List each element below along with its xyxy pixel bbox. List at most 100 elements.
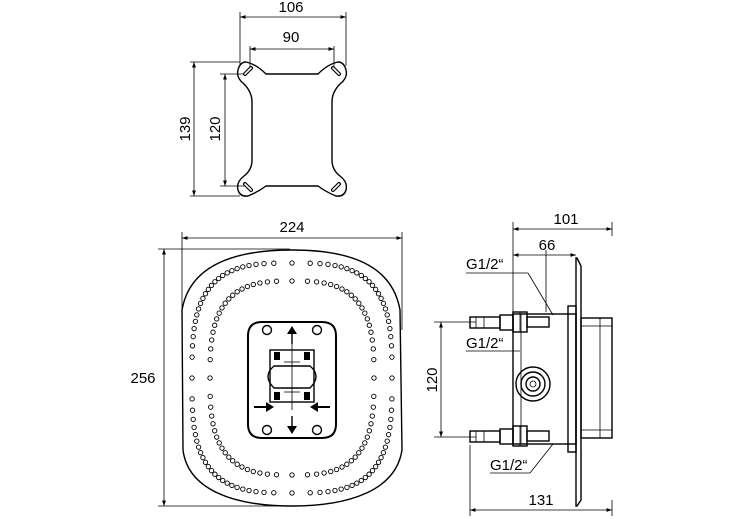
screw-hole-dot bbox=[388, 407, 395, 413]
screw-hole-dot bbox=[194, 312, 200, 318]
dim-label-224: 224 bbox=[279, 219, 304, 236]
screw-hole-dot bbox=[366, 322, 372, 328]
screw-hole-dot bbox=[344, 461, 350, 467]
screw-hole-dot bbox=[253, 261, 259, 268]
inner-plate-screw-tl bbox=[261, 324, 273, 336]
screw-hole-dot bbox=[212, 471, 218, 477]
screw-hole-dot bbox=[344, 265, 350, 272]
screw-hole-dot bbox=[230, 292, 236, 298]
screw-hole-dot bbox=[189, 375, 195, 381]
dim-label-66: 66 bbox=[539, 237, 556, 254]
screw-hole-dot bbox=[202, 291, 209, 297]
screw-hole-dot bbox=[359, 445, 365, 451]
screw-hole-dot bbox=[207, 356, 213, 363]
screw-hole-dot bbox=[356, 450, 362, 456]
flow-arrows bbox=[254, 326, 330, 434]
screw-hole-dot bbox=[321, 470, 327, 476]
screw-hole-dot bbox=[226, 296, 232, 302]
screw-hole-dot bbox=[378, 454, 384, 461]
screw-hole-dot bbox=[208, 404, 214, 410]
screw-hole-dot bbox=[382, 444, 389, 450]
screw-hole-dot bbox=[338, 486, 344, 492]
dim-label-101: 101 bbox=[553, 211, 578, 228]
screw-hole-dot bbox=[378, 295, 384, 302]
screw-hole-dot bbox=[234, 484, 240, 491]
screw-hole-dot bbox=[352, 454, 358, 460]
screw-hole-dot bbox=[239, 286, 245, 292]
screw-hole-dot bbox=[190, 333, 196, 340]
screw-hole-dot bbox=[321, 280, 327, 286]
screw-hole-dot bbox=[362, 440, 368, 446]
screw-hole-dot bbox=[389, 375, 395, 381]
screw-hole-dot bbox=[220, 477, 226, 484]
screw-hole-dot bbox=[239, 464, 245, 470]
screw-hole-dot bbox=[348, 458, 354, 464]
screw-hole-dot bbox=[189, 396, 195, 402]
screw-hole-dot bbox=[373, 463, 379, 470]
screw-hole-dot bbox=[354, 270, 360, 276]
front-view: 224 256 bbox=[130, 219, 403, 507]
screw-hole-dot bbox=[209, 413, 215, 419]
screw-hole-dot bbox=[194, 438, 200, 444]
screw-hole-dot bbox=[189, 407, 196, 413]
outlet-middle bbox=[515, 366, 551, 402]
screw-hole-dot bbox=[250, 281, 256, 288]
screw-hole-dot bbox=[382, 306, 389, 312]
screw-hole-dot bbox=[348, 292, 354, 298]
screw-hole-dot bbox=[200, 295, 206, 302]
screw-hole-dot bbox=[359, 305, 365, 311]
screw-hole-dot bbox=[261, 489, 267, 496]
thread-label-top: G1/2“ bbox=[466, 256, 504, 273]
screw-hole-dot bbox=[246, 487, 252, 494]
screw-hole-dot bbox=[273, 278, 280, 284]
side-view: 101 66 120 131 G1/2“ G1/2“ G1/2“ bbox=[424, 211, 613, 516]
screw-hole-dot bbox=[209, 337, 215, 343]
screw-hole-dot bbox=[369, 337, 375, 343]
screw-hole-dot bbox=[332, 262, 338, 269]
screw-hole-dot bbox=[380, 449, 387, 456]
screw-hole-dot bbox=[207, 393, 213, 400]
screw-hole-dot bbox=[257, 470, 263, 476]
screw-hole-dot bbox=[229, 482, 235, 489]
screw-hole-dot bbox=[219, 305, 225, 311]
screw-hole-dot bbox=[371, 393, 377, 400]
screw-hole-dot bbox=[358, 272, 364, 279]
screw-hole-dot bbox=[388, 416, 394, 423]
screw-hole-dot bbox=[271, 260, 277, 266]
screw-hole-dot bbox=[197, 449, 204, 456]
screw-hole-dot bbox=[244, 466, 251, 473]
screw-hole-dot bbox=[216, 474, 222, 481]
screw-hole-dot bbox=[366, 471, 372, 477]
screw-hole-dot bbox=[366, 279, 372, 285]
screw-hole-dot bbox=[289, 260, 295, 266]
dim-label-120-side: 120 bbox=[424, 367, 441, 392]
screw-hole-dot bbox=[222, 300, 228, 306]
screw-hole-dot bbox=[210, 329, 216, 335]
screw-hole-dot bbox=[207, 375, 213, 381]
screw-hole-dot bbox=[384, 438, 390, 444]
inner-plate bbox=[247, 321, 337, 439]
screw-hole-dot bbox=[271, 490, 277, 496]
screw-hole-dot bbox=[191, 325, 197, 332]
dim-label-139: 139 bbox=[177, 116, 194, 141]
screw-hole-dot bbox=[189, 354, 195, 360]
screw-hole-dot bbox=[205, 286, 211, 293]
screw-hole-dot bbox=[214, 316, 220, 322]
screw-hole-dot bbox=[220, 272, 226, 279]
screw-hole-dot bbox=[333, 283, 340, 290]
screw-hole-dot bbox=[389, 354, 395, 360]
screw-hole-dot bbox=[375, 291, 382, 297]
screw-hole-dot bbox=[202, 459, 209, 465]
screw-hole-dot bbox=[212, 279, 218, 285]
screw-hole-dot bbox=[325, 488, 331, 495]
screw-hole-dot bbox=[219, 445, 225, 451]
screw-hole-dot bbox=[325, 261, 331, 268]
screw-hole-dot bbox=[257, 280, 263, 286]
screw-hole-dot bbox=[222, 450, 228, 456]
screw-hole-dot bbox=[338, 264, 344, 270]
screw-hole-dot bbox=[205, 463, 211, 470]
screw-hole-dot bbox=[244, 283, 251, 290]
screw-hole-dot bbox=[200, 454, 206, 461]
screw-hole-dot bbox=[387, 424, 393, 431]
